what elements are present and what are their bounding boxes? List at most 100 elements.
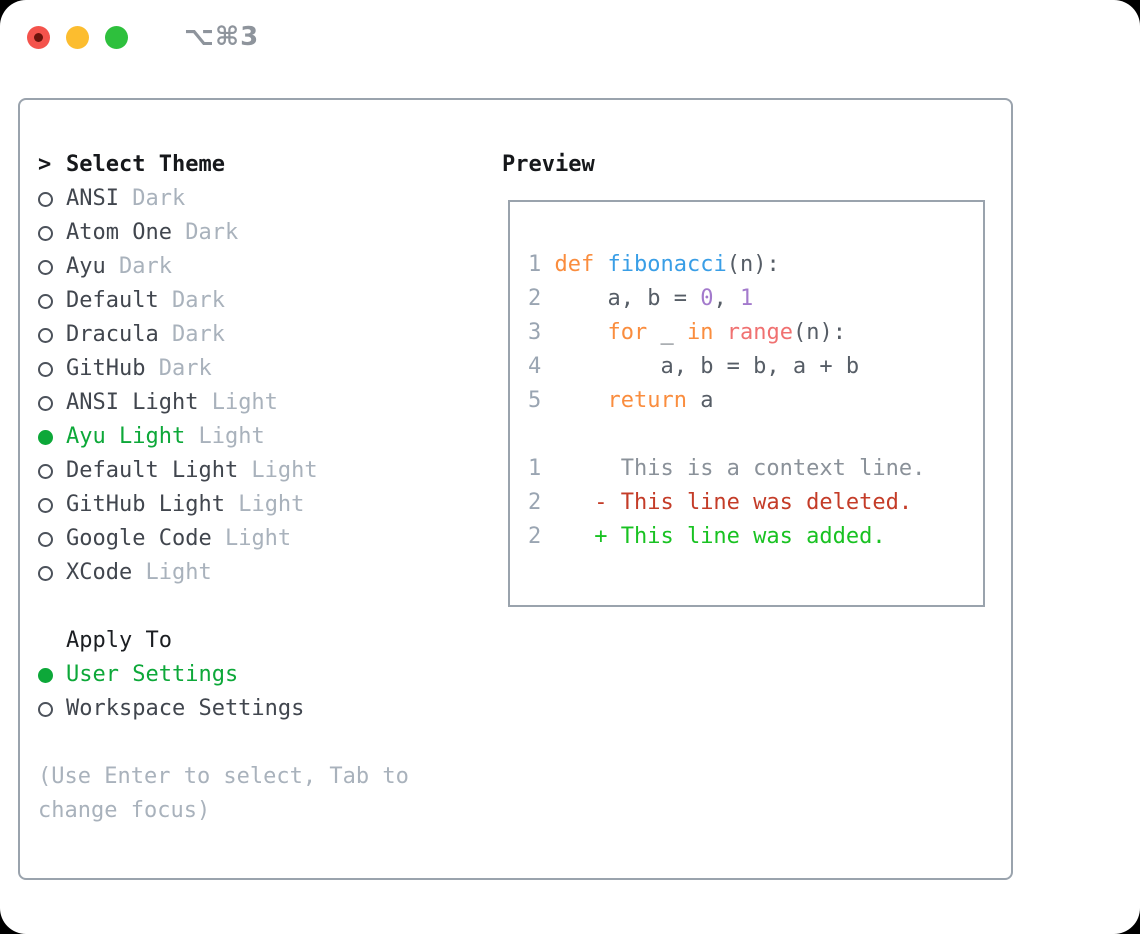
- close-button-dot-icon: [34, 32, 43, 42]
- theme-variant-label: Dark: [145, 356, 212, 381]
- radio-icon: [38, 361, 66, 377]
- theme-variant-label: Dark: [158, 288, 225, 313]
- theme-option[interactable]: ANSI Dark: [38, 182, 470, 216]
- spacer: [38, 726, 470, 760]
- theme-option-label: Default: [66, 288, 159, 313]
- theme-variant-label: Dark: [118, 186, 186, 211]
- code-line: 1 def fibonacci(n):: [528, 248, 983, 282]
- code-token-plain: [555, 320, 608, 345]
- radio-circle: [38, 395, 53, 411]
- code-token-plain: a, b = b, a + b: [554, 354, 860, 379]
- code-token-plain: [555, 388, 608, 413]
- minimize-button[interactable]: [66, 25, 89, 49]
- code-line: 2 a, b = 0, 1: [528, 282, 983, 316]
- radio-icon: [38, 327, 66, 343]
- radio-circle: [38, 259, 53, 275]
- code-token-num: 5: [528, 388, 555, 413]
- radio-icon: [38, 191, 66, 207]
- theme-variant-label: Light: [132, 560, 212, 585]
- theme-option-label: Google Code: [66, 526, 212, 551]
- theme-option-label: XCode: [66, 560, 133, 585]
- theme-variant-label: Dark: [158, 322, 225, 347]
- theme-option[interactable]: Ayu Dark: [38, 250, 470, 284]
- theme-option-label: Default Light: [66, 458, 239, 483]
- code-line: 2 + This line was added.: [528, 520, 983, 554]
- traffic-lights: [27, 25, 144, 49]
- theme-option[interactable]: GitHub Dark: [38, 352, 470, 386]
- theme-option[interactable]: XCode Light: [38, 556, 470, 590]
- theme-variant-label: Light: [211, 526, 292, 551]
- apply-to-title-row: Apply To: [38, 624, 470, 658]
- theme-option[interactable]: Ayu Light Light: [38, 420, 470, 454]
- radio-circle: [38, 701, 53, 717]
- theme-variant-label: Dark: [171, 220, 239, 245]
- code-token-special: range: [726, 320, 793, 345]
- code-line: [528, 418, 983, 452]
- theme-variant-label: Light: [198, 390, 278, 415]
- theme-option[interactable]: Default Dark: [38, 284, 470, 318]
- radio-icon: [38, 497, 66, 513]
- code-line: 1 This is a context line.: [528, 452, 983, 486]
- code-token-const: 1: [739, 286, 754, 311]
- code-token-kw: for: [607, 320, 648, 345]
- radio-circle: [38, 531, 53, 547]
- keyboard-shortcut-label: ⌥⌘3: [184, 22, 260, 52]
- radio-icon: [38, 225, 66, 241]
- code-token-kw: in: [686, 320, 714, 345]
- titlebar: ⌥⌘3: [0, 0, 1140, 74]
- theme-option-label: ANSI Light: [66, 390, 199, 415]
- radio-circle: [38, 497, 53, 513]
- theme-variant-label: Light: [238, 458, 318, 483]
- theme-option-label: Ayu Light: [66, 424, 186, 449]
- code-token-num: 4: [528, 354, 555, 379]
- theme-option[interactable]: Default Light Light: [38, 454, 470, 488]
- apply-to-option-label: User Settings: [66, 662, 239, 687]
- theme-option[interactable]: Atom One Dark: [38, 216, 470, 250]
- theme-option[interactable]: Google Code Light: [38, 522, 470, 556]
- radio-circle: [38, 429, 53, 445]
- code-line: 3 for _ in range(n):: [528, 316, 983, 350]
- theme-option-label: GitHub: [66, 356, 146, 381]
- preview-title: Preview: [502, 152, 595, 177]
- code-token-plain: a: [686, 388, 714, 413]
- theme-option[interactable]: ANSI Light Light: [38, 386, 470, 420]
- code-token-plain: [713, 320, 726, 345]
- cursor-icon: >: [38, 152, 52, 177]
- radio-icon: [38, 463, 66, 479]
- theme-option-label: Dracula: [66, 322, 159, 347]
- radio-selected-icon: [38, 667, 66, 683]
- code-token-plain: (n):: [792, 320, 846, 345]
- code-token-plain: (n):: [726, 252, 780, 277]
- code-line: 5 return a: [528, 384, 983, 418]
- theme-menu-title-row: > Select Theme: [38, 148, 470, 182]
- apply-to-title: Apply To: [66, 628, 172, 653]
- zoom-button[interactable]: [105, 25, 128, 49]
- apply-to-option[interactable]: User Settings: [38, 658, 470, 692]
- code-token-plain: _: [647, 320, 687, 345]
- close-button[interactable]: [27, 25, 50, 49]
- theme-option[interactable]: GitHub Light Light: [38, 488, 470, 522]
- theme-option[interactable]: Dracula Dark: [38, 318, 470, 352]
- code-token-num: 1: [528, 456, 542, 481]
- apply-to-option[interactable]: Workspace Settings: [38, 692, 470, 726]
- radio-icon: [38, 531, 66, 547]
- radio-circle: [38, 293, 53, 309]
- radio-icon: [38, 293, 66, 309]
- code-token-plain: ,: [713, 286, 740, 311]
- theme-option-label: GitHub Light: [66, 492, 225, 517]
- code-line: 2 - This line was deleted.: [528, 486, 983, 520]
- code-token-add: + This line was added.: [541, 524, 886, 549]
- code-token-num: 2: [528, 524, 542, 549]
- theme-option-label: ANSI: [66, 186, 119, 211]
- code-token-plain: a, b =: [554, 286, 701, 311]
- radio-icon: [38, 395, 66, 411]
- radio-circle: [38, 327, 53, 343]
- code-token-kw: return: [607, 388, 687, 413]
